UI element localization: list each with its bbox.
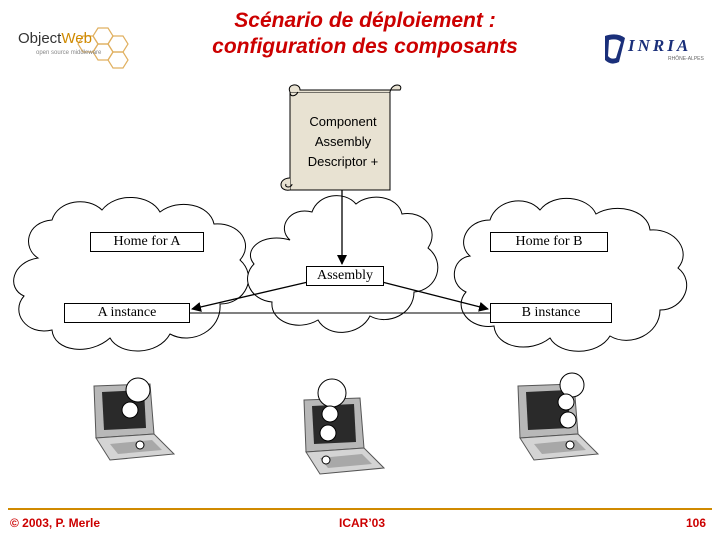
footer-conference: ICAR’03: [338, 516, 385, 530]
arrow-assembly-to-b: [381, 281, 489, 312]
circle-icon: [319, 424, 337, 442]
footer-divider: [8, 508, 712, 510]
circle-icon: [317, 378, 347, 408]
title-line-1: Scénario de déploiement :: [234, 9, 496, 32]
descriptor-line-3: Descriptor +: [307, 154, 379, 169]
inria-logo: [605, 34, 625, 64]
cloud-icon: [13, 197, 250, 352]
inria-wordmark: INRIA: [628, 36, 692, 55]
descriptor-line-2: Assembly: [314, 134, 372, 149]
arrow-assembly-to-a: [191, 281, 309, 312]
descriptor-line-1: Component: [309, 114, 377, 129]
circle-icon: [559, 411, 577, 429]
a-instance-box: A instance: [64, 303, 190, 323]
inria-tagline: RHÔNE-ALPES: [668, 56, 704, 62]
cloud-icon: [247, 195, 439, 333]
circle-icon: [121, 401, 139, 419]
slide-title: Scénario de déploiement : configuration …: [150, 8, 580, 60]
circle-icon: [125, 377, 151, 403]
title-line-2: configuration des composants: [212, 35, 518, 58]
cloud-icon: [453, 197, 688, 352]
objectweb-wordmark: ObjectWeb: [18, 30, 92, 47]
page-number: 106: [685, 516, 706, 530]
footer-copyright: © 2003, P. Merle: [10, 516, 101, 530]
objectweb-tagline: open source middleware: [36, 50, 102, 56]
laptop-icon: [303, 397, 386, 475]
circle-icon: [321, 455, 331, 465]
descriptor-label: Component Assembly Descriptor +: [295, 112, 391, 172]
home-b-box: Home for B: [490, 232, 608, 252]
circle-icon: [559, 372, 585, 398]
objectweb-logo: [77, 27, 129, 69]
b-instance-box: B instance: [490, 303, 612, 323]
laptop-icon: [517, 383, 600, 461]
scroll-icon: [280, 84, 402, 191]
assembly-box: Assembly: [306, 266, 384, 286]
home-a-box: Home for A: [90, 232, 204, 252]
circle-icon: [565, 440, 575, 450]
circle-icon: [557, 393, 575, 411]
circle-icon: [321, 405, 339, 423]
circle-icon: [135, 440, 145, 450]
